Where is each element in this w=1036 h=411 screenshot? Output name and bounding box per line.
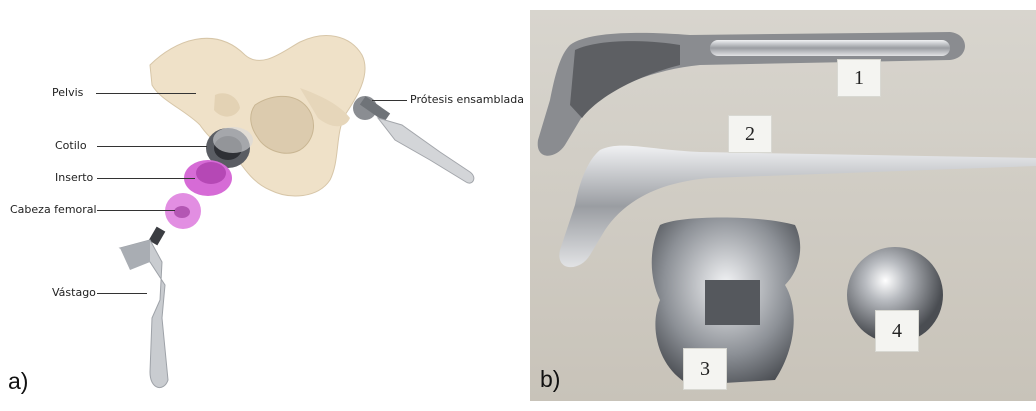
vastago-illustration [120, 227, 168, 388]
cabeza-femoral-label: Cabeza femoral [10, 203, 97, 216]
panel-b-photo: 1 2 3 4 b) [530, 10, 1036, 411]
pelvis-label: Pelvis [52, 86, 83, 99]
protesis-ensamblada-illustration [353, 96, 474, 183]
cabeza-femoral-illustration [165, 193, 201, 229]
cotilo-label: Cotilo [55, 139, 87, 152]
implants-photo [530, 10, 1036, 401]
tag-4: 4 [875, 310, 919, 352]
protesis-ensamblada-label: Prótesis ensamblada [410, 93, 524, 106]
tag-2: 2 [728, 115, 772, 153]
vastago-label: Vástago [52, 286, 96, 299]
hip-diagram-illustration [0, 0, 525, 401]
protesis-leader-line [372, 100, 407, 101]
tag-3: 3 [683, 348, 727, 390]
pelvis-leader-line [96, 93, 196, 94]
pelvis-illustration [150, 36, 365, 196]
inserto-label: Inserto [55, 171, 93, 184]
panel-a-letter: a) [8, 368, 28, 395]
vastago-leader-line [97, 293, 147, 294]
tag-1: 1 [837, 59, 881, 97]
panel-b-letter: b) [540, 366, 560, 393]
inserto-leader-line [97, 178, 195, 179]
cabeza-leader-line [97, 210, 175, 211]
panel-a-diagram: Pelvis Cotilo Inserto Cabeza femoral Vás… [0, 0, 525, 401]
cotilo-leader-line [97, 146, 207, 147]
